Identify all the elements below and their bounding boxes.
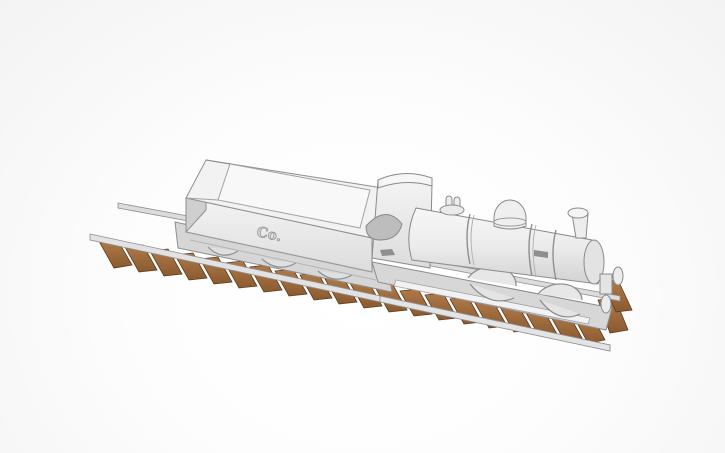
driving-wheel <box>537 283 583 301</box>
tender-lettering: Co. <box>255 224 283 245</box>
tender: Co. <box>174 159 393 293</box>
buffer <box>600 294 612 314</box>
steam-dome <box>493 199 527 230</box>
boiler-nameplate <box>534 250 548 258</box>
cab-nameplate <box>380 249 395 256</box>
buffer <box>612 266 624 286</box>
boiler-nameplate-text: Zeo <box>0 0 2 1</box>
locomotive: No. Zeo <box>0 0 624 331</box>
